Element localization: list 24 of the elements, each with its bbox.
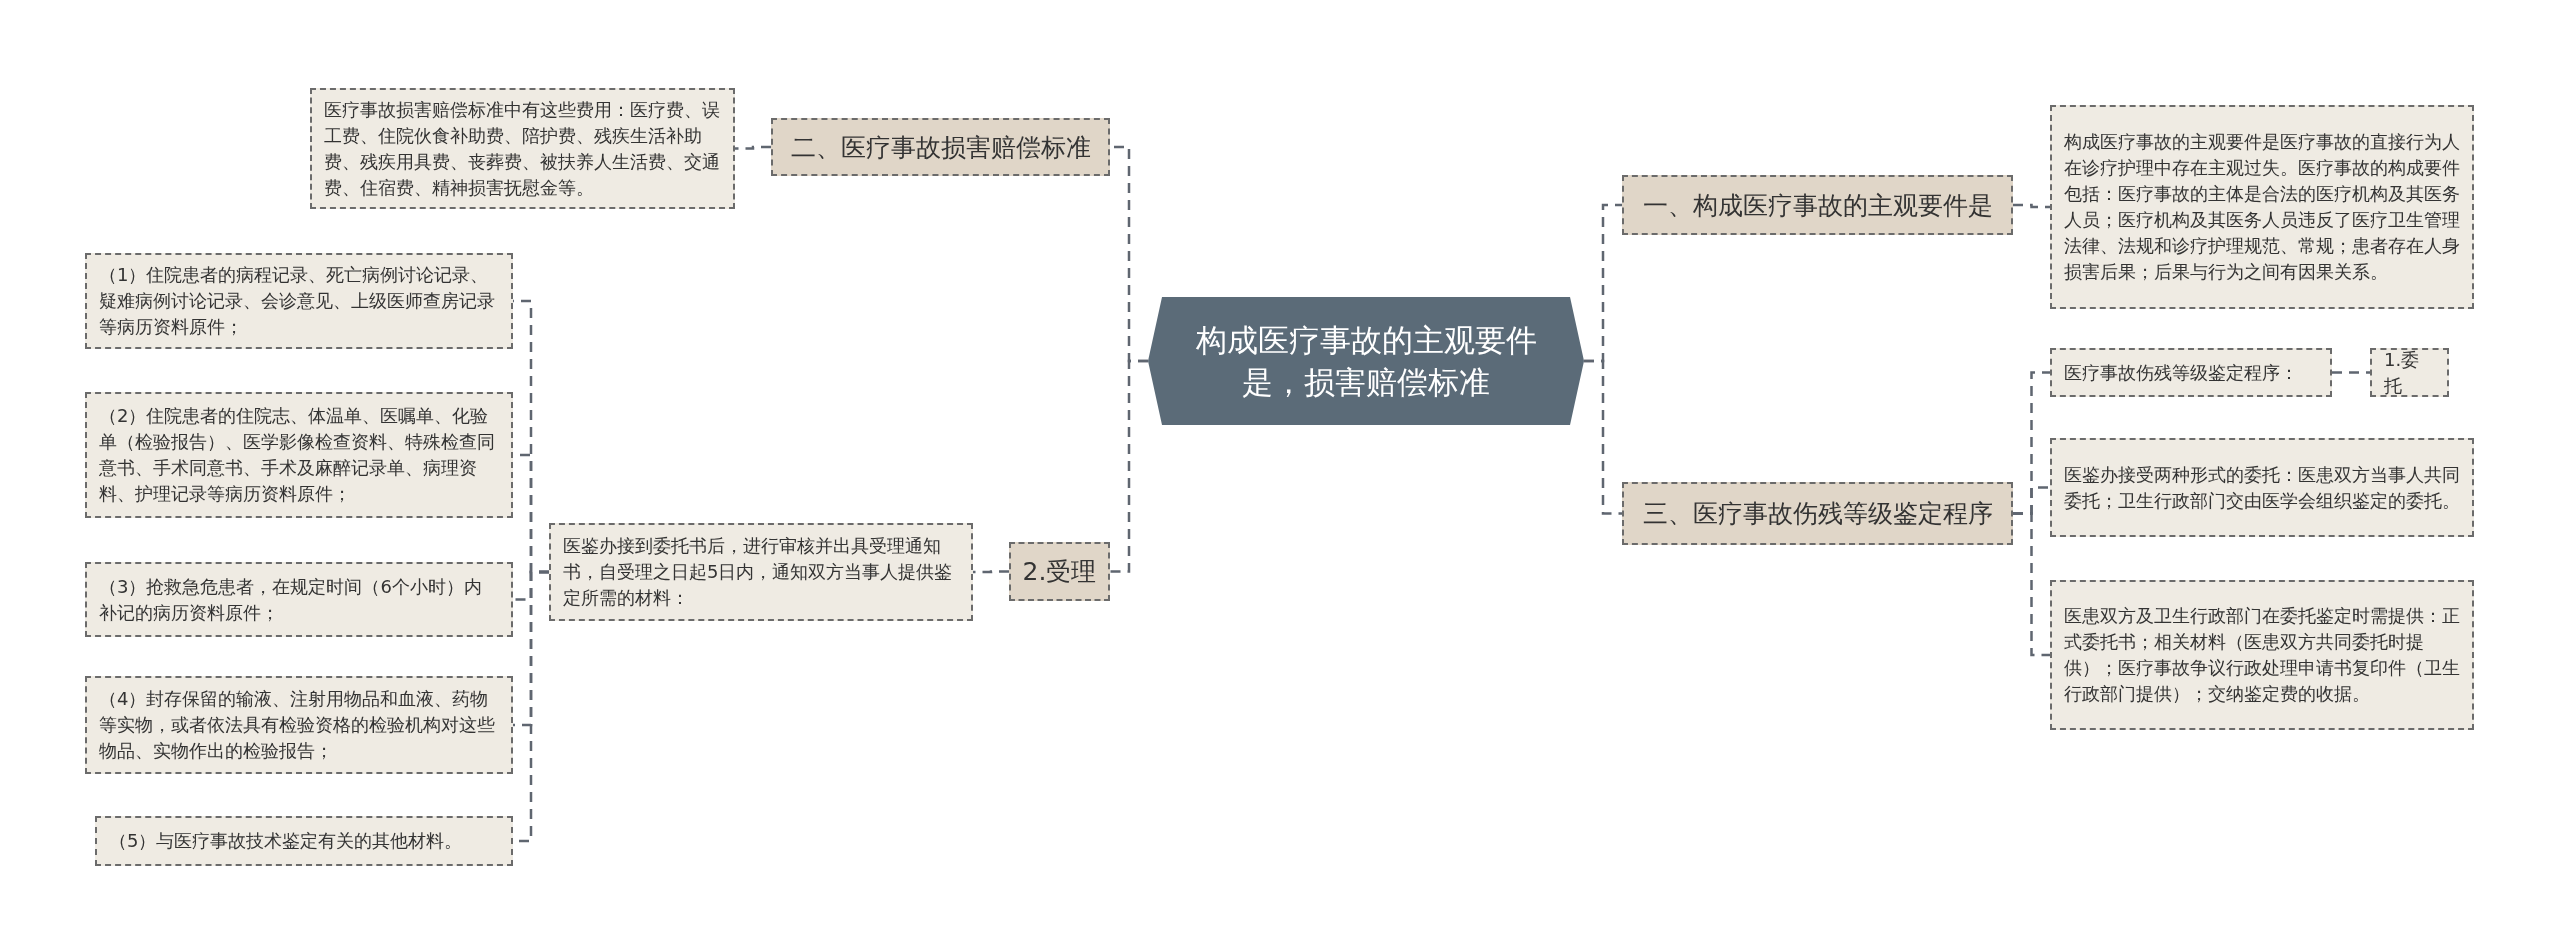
note-box: （3）抢救急危患者，在规定时间（6个小时）内补记的病历资料原件；: [85, 562, 513, 637]
topic-box: 二、医疗事故损害赔偿标准: [771, 118, 1110, 176]
note-box: （4）封存保留的输液、注射用物品和血液、药物等实物，或者依法具有检验资格的检验机构对这些物品、实物作出的检验报告；: [85, 676, 513, 774]
note-box: 医患双方及卫生行政部门在委托鉴定时需提供：正式委托书；相关材料（医患双方共同委托时提供）；医疗事故争议行政处理申请书复印件（卫生行政部门提供）；交纳鉴定费的收据。: [2050, 580, 2474, 730]
connector: [735, 145, 771, 150]
note-box: 医鉴办接受两种形式的委托：医患双方当事人共同委托；卫生行政部门交由医学会组织鉴定的委托。: [2050, 438, 2474, 537]
topic-box: 一、构成医疗事故的主观要件是: [1622, 175, 2013, 235]
note-box: （1）住院患者的病程记录、死亡病例讨论记录、疑难病例讨论记录、会诊意见、上级医师查房记录等病历资料原件；: [85, 253, 513, 349]
central-topic: 构成医疗事故的主观要件是，损害赔偿标准: [1148, 297, 1584, 425]
note-box: 医疗事故伤残等级鉴定程序：: [2050, 348, 2332, 397]
note-box: （2）住院患者的住院志、体温单、医嘱单、化验单（检验报告）、医学影像检查资料、特殊检查同意书、手术同意书、手术及麻醉记录单、病理资料、护理记录等病历资料原件；: [85, 392, 513, 518]
connector: [1584, 359, 1622, 515]
note-box: 医疗事故损害赔偿标准中有这些费用：医疗费、误工费、住院伙食补助费、陪护费、残疾生活补助费、残疾用具费、丧葬费、被扶养人生活费、交通费、住宿费、精神损害抚慰金等。: [310, 88, 735, 209]
connector: [2013, 203, 2050, 209]
topic-box: 三、医疗事故伤残等级鉴定程序: [1622, 482, 2013, 545]
connector: [973, 570, 1009, 574]
connector: [2332, 371, 2370, 374]
note-box: 构成医疗事故的主观要件是医疗事故的直接行为人在诊疗护理中存在主观过失。医疗事故的构成要件包括：医疗事故的主体是合法的医疗机构及其医务人员；医疗机构及其医务人员违反了医疗卫生管理法律、法规和诊疗护理规范、常规；患者存在人身损害后果；后果与行为之间有因果关系。: [2050, 105, 2474, 309]
note-box: （5）与医疗事故技术鉴定有关的其他材料。: [95, 816, 513, 866]
note-box: 1.委托: [2370, 348, 2449, 397]
connector: [1110, 359, 1148, 573]
note-box: 医鉴办接到委托书后，进行审核并出具受理通知书，自受理之日起5日内，通知双方当事人提供鉴定所需的材料：: [549, 523, 973, 621]
connector: [2013, 512, 2050, 657]
topic-box: 2.受理: [1009, 542, 1110, 601]
